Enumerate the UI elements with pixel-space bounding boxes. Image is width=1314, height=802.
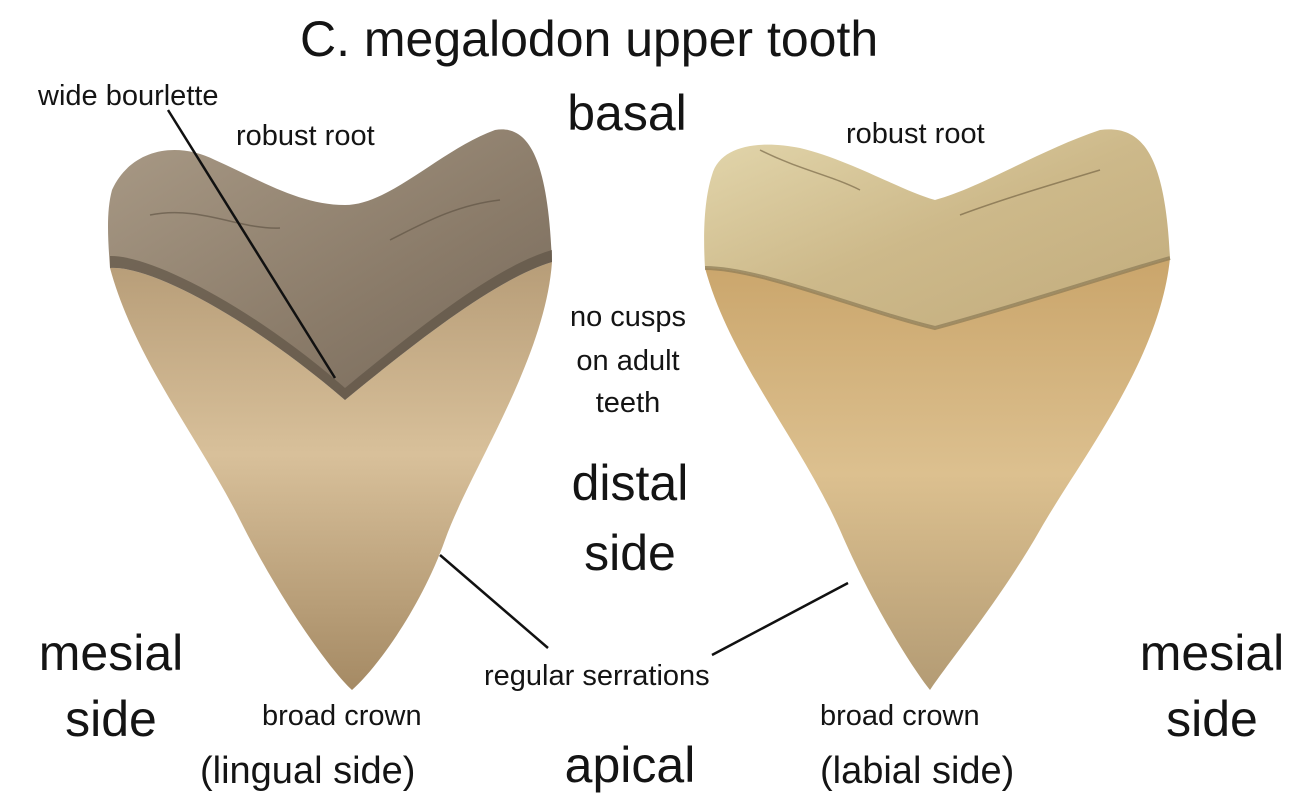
label-basal: basal [552,88,702,138]
left-tooth [108,129,552,690]
label-robust-root-right: robust root [846,120,985,149]
label-broad-crown-right: broad crown [820,702,980,731]
right-tooth [704,129,1170,690]
label-apical: apical [540,740,720,790]
label-lingual-side: (lingual side) [200,752,415,790]
label-mesial-left-side: side [16,694,206,744]
serrations-pointer-right [712,583,848,655]
diagram-title: C. megalodon upper tooth [300,14,878,64]
label-wide-bourlette: wide bourlette [38,82,219,111]
label-no-cusps-line2: on adult [548,347,708,376]
label-distal: distal [530,458,730,508]
label-distal-side: side [530,528,730,578]
label-broad-crown-left: broad crown [262,702,422,731]
label-no-cusps-line1: no cusps [548,303,708,332]
label-robust-root-left: robust root [236,122,375,151]
label-mesial-left: mesial [16,628,206,678]
label-no-cusps-line3: teeth [548,389,708,418]
label-labial-side: (labial side) [820,752,1014,790]
label-mesial-right: mesial [1112,628,1312,678]
label-mesial-right-side: side [1112,694,1312,744]
label-regular-serrations: regular serrations [484,662,710,691]
